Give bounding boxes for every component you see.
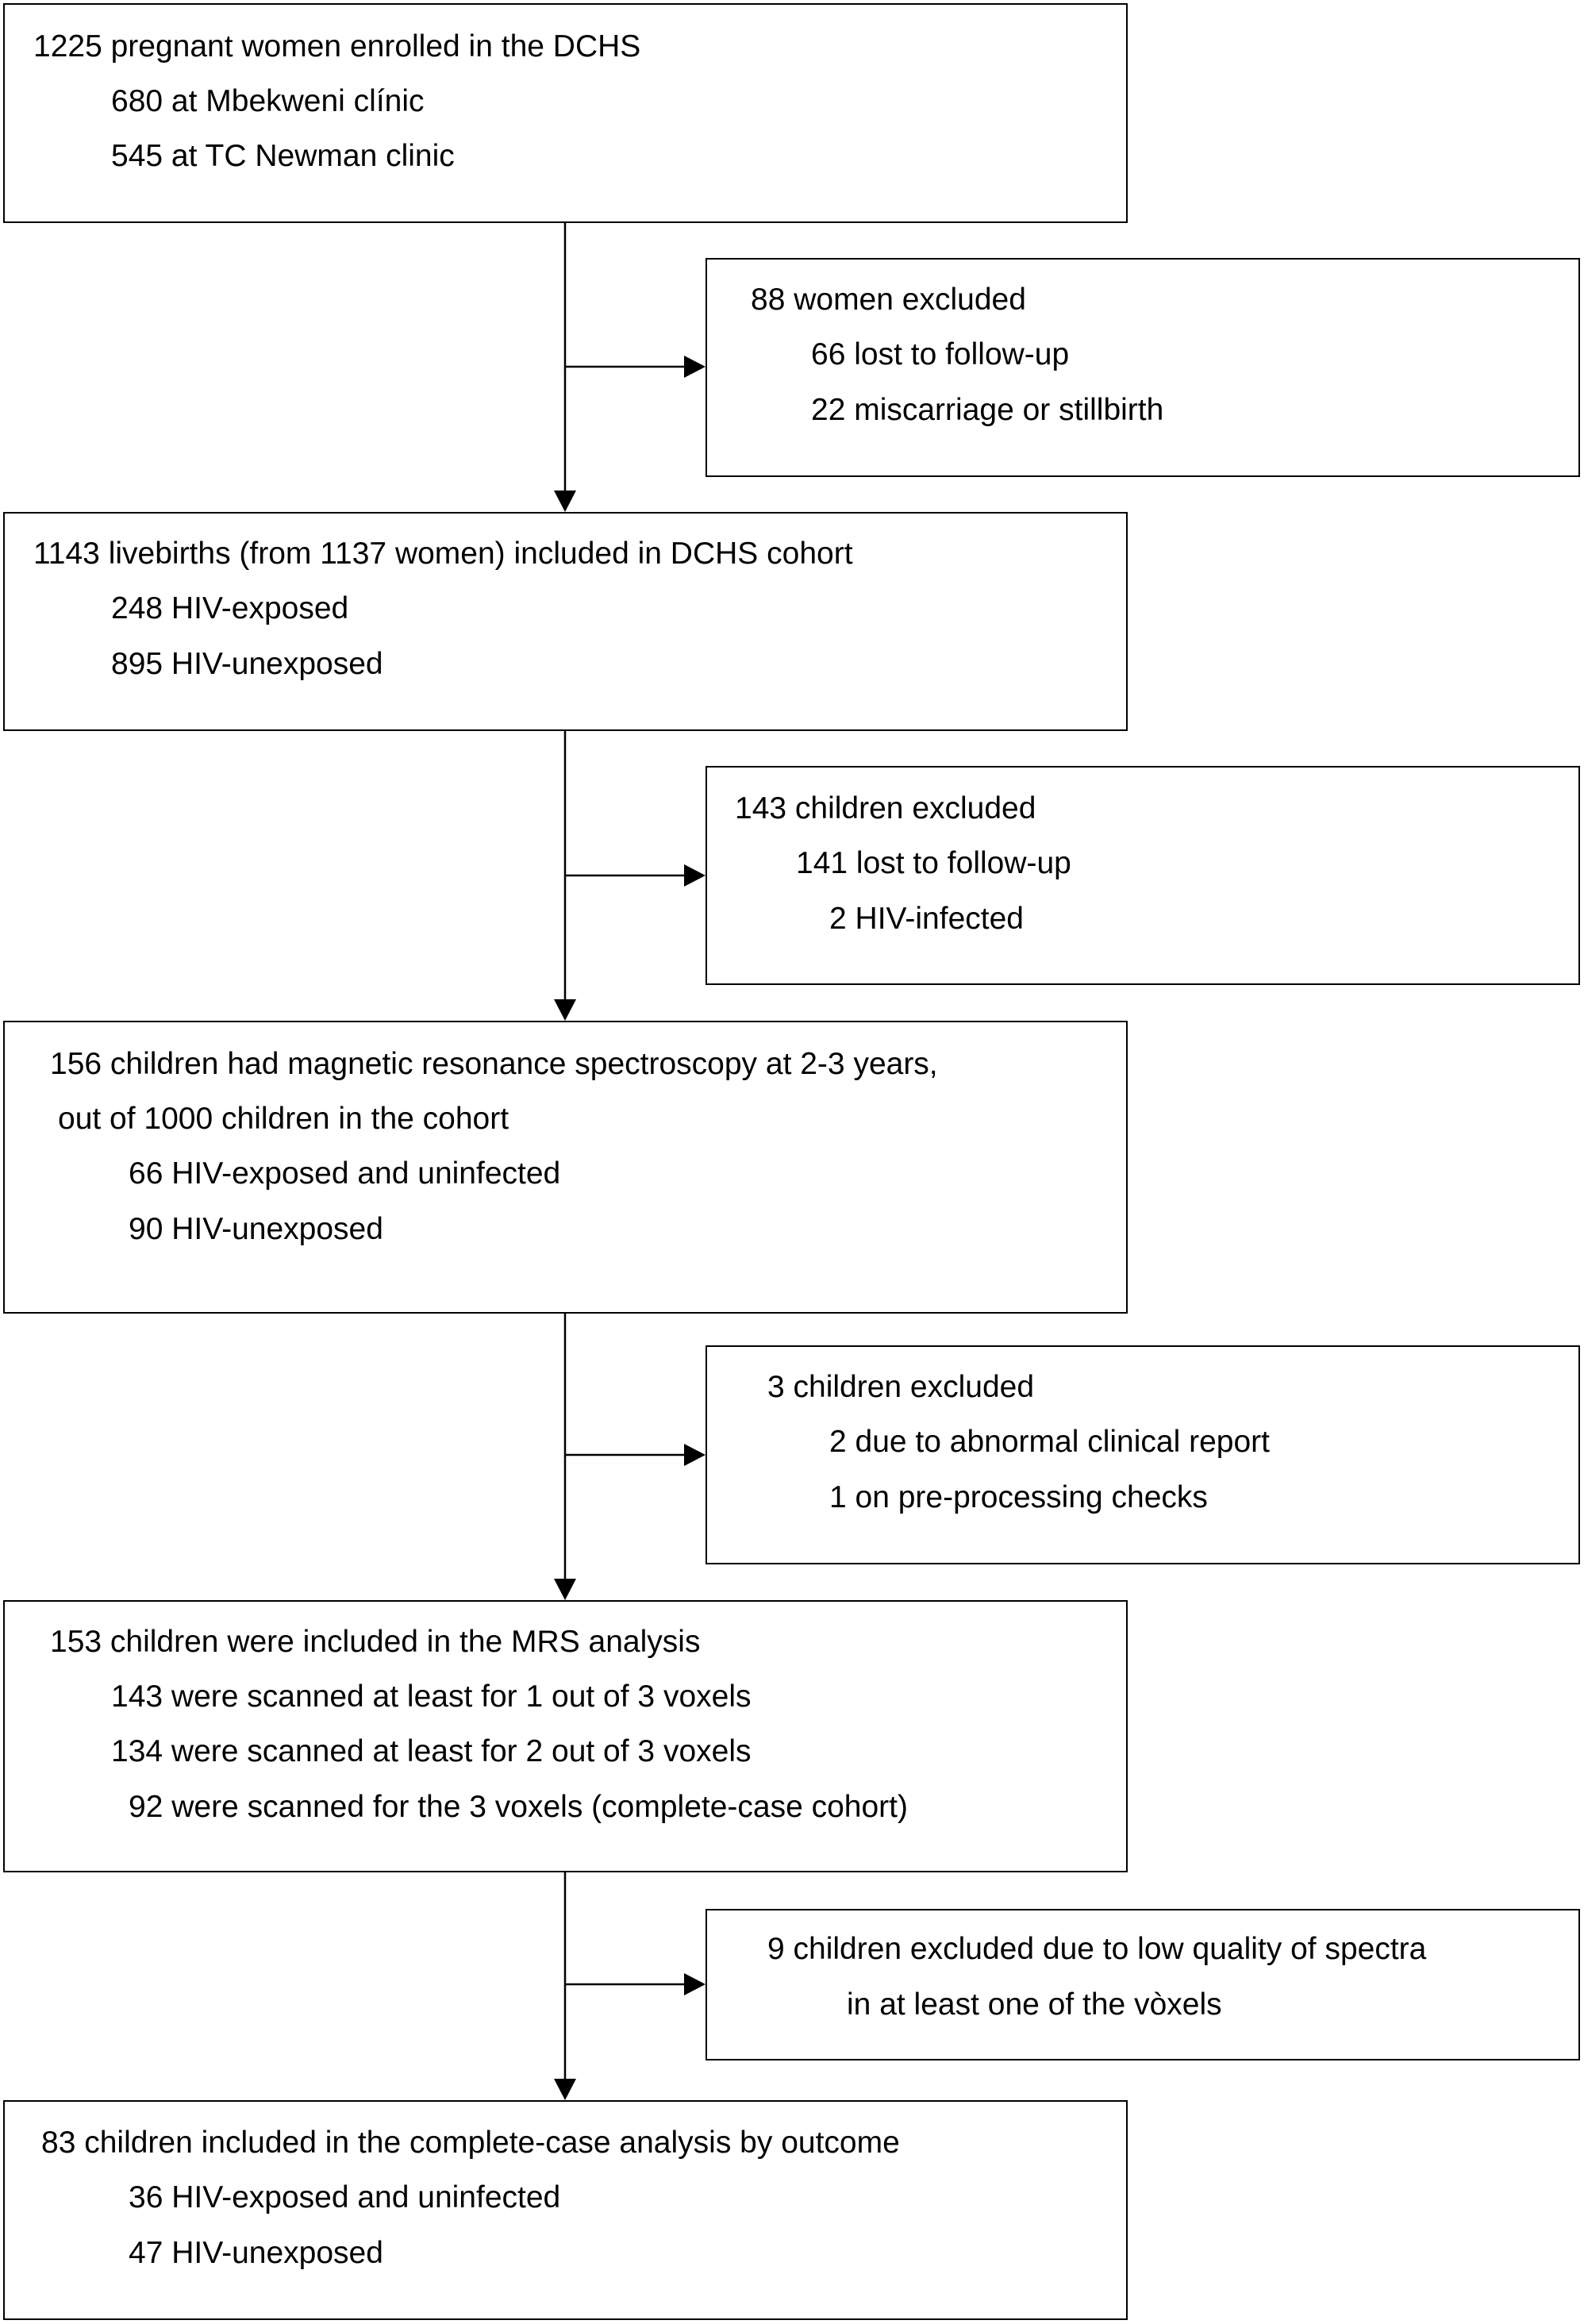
arrowhead-mrs-included (554, 1579, 576, 1600)
arrowhead-mrs-scanned (554, 999, 576, 1021)
final-box: 83 children included in the complete-cas… (3, 2100, 1128, 2320)
enrolled-box: 1225 pregnant women enrolled in the DCHS… (3, 3, 1128, 223)
arrowhead-excluded-children-2 (684, 1444, 705, 1466)
excluded-children-1-box: 143 children excluded 141 lost to follow… (705, 766, 1580, 985)
arrowhead-livebirths (554, 491, 576, 512)
livebirths-item: 248 HIV-exposed (111, 591, 349, 625)
arrowhead-excluded-children-3 (684, 1973, 705, 1995)
excluded-children-2-item: 2 due to abnormal clinical report (829, 1425, 1270, 1459)
mrs-included-item: 134 were scanned at least for 2 out of 3… (111, 1734, 752, 1768)
livebirths-box: 1143 livebirths (from 1137 women) includ… (3, 512, 1128, 731)
excluded-children-2-title: 3 children excluded (767, 1370, 1035, 1404)
mrs-scanned-item: 90 HIV-unexposed (129, 1212, 383, 1246)
excluded-children-3-box: 9 children excluded due to low quality o… (705, 1909, 1580, 2060)
excluded-children-2-box: 3 children excluded 2 due to abnormal cl… (705, 1345, 1580, 1564)
excluded-children-1-item: 141 lost to follow-up (796, 846, 1071, 880)
enrolled-item: 545 at TC Newman clinic (111, 139, 455, 173)
excluded-children-3-title: 9 children excluded due to low quality o… (767, 1932, 1427, 1966)
mrs-included-title: 153 children were included in the MRS an… (50, 1625, 701, 1659)
final-item: 47 HIV-unexposed (129, 2236, 383, 2270)
arrowhead-excluded-children-1 (684, 864, 705, 887)
enrolled-title: 1225 pregnant women enrolled in the DCHS (33, 29, 641, 63)
mrs-included-item: 92 were scanned for the 3 voxels (comple… (129, 1790, 908, 1824)
excluded-women-item: 66 lost to follow-up (811, 337, 1070, 371)
excluded-children-1-title: 143 children excluded (735, 791, 1036, 825)
excluded-children-1-item: 2 HIV-infected (829, 902, 1024, 936)
excluded-women-item: 22 miscarriage or stillbirth (811, 393, 1164, 427)
excluded-women-box: 88 women excluded 66 lost to follow-up 2… (705, 258, 1580, 477)
enrolled-item: 680 at Mbekweni clínic (111, 84, 425, 118)
excluded-children-3-subtitle: in at least one of the vòxels (847, 1987, 1222, 2022)
livebirths-item: 895 HIV-unexposed (111, 647, 383, 681)
mrs-included-box: 153 children were included in the MRS an… (3, 1600, 1128, 1872)
mrs-included-item: 143 were scanned at least for 1 out of 3… (111, 1680, 752, 1714)
mrs-scanned-subtitle: out of 1000 children in the cohort (58, 1102, 509, 1136)
livebirths-title: 1143 livebirths (from 1137 women) includ… (33, 537, 853, 571)
arrowhead-excluded-women (684, 356, 705, 378)
excluded-children-2-item: 1 on pre-processing checks (829, 1480, 1208, 1514)
final-item: 36 HIV-exposed and uninfected (129, 2180, 561, 2214)
mrs-scanned-box: 156 children had magnetic resonance spec… (3, 1021, 1128, 1314)
arrowhead-final (554, 2079, 576, 2100)
excluded-women-title: 88 women excluded (751, 283, 1026, 317)
final-title: 83 children included in the complete-cas… (41, 2126, 900, 2160)
mrs-scanned-item: 66 HIV-exposed and uninfected (129, 1156, 561, 1191)
mrs-scanned-title: 156 children had magnetic resonance spec… (50, 1047, 938, 1081)
